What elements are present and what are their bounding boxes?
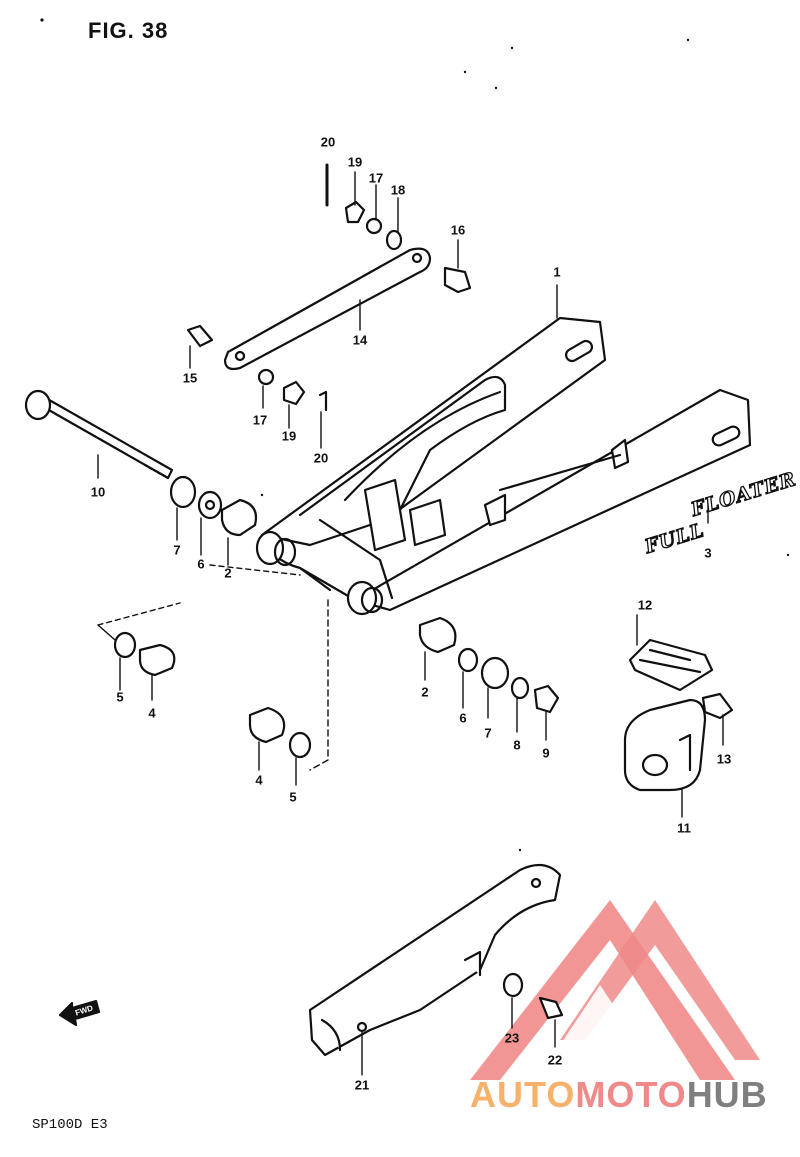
- callout-c19a: 19: [281, 428, 297, 444]
- callout-c15: 15: [182, 370, 198, 386]
- pivot-shaft: [24, 389, 174, 480]
- watermark-part-3: HUB: [686, 1074, 768, 1115]
- chain-case: [308, 863, 562, 1057]
- callout-c7a: 7: [173, 542, 181, 558]
- watermark-part-1: AUTO: [470, 1074, 576, 1115]
- chain-adjuster: [623, 638, 714, 792]
- callout-c19b: 19: [347, 154, 363, 170]
- callout-c13: 13: [716, 751, 732, 767]
- decal-line-2: FLOATER: [688, 467, 800, 521]
- callout-c21: 21: [354, 1077, 370, 1093]
- callout-c8: 8: [513, 737, 521, 753]
- callout-c17a: 17: [252, 412, 268, 428]
- callout-c12: 12: [637, 597, 653, 613]
- swing-arm: [255, 316, 752, 616]
- callout-c11: 11: [677, 820, 691, 836]
- callout-c14: 14: [352, 332, 368, 348]
- watermark-text: AUTOMOTOHUB: [470, 1074, 768, 1116]
- leader-lines: [97, 164, 724, 1076]
- print-specks: [40, 18, 790, 852]
- callout-c5a: 5: [116, 689, 124, 705]
- callout-c4b: 4: [255, 772, 263, 788]
- callout-c6a: 6: [197, 556, 205, 572]
- torque-link: [223, 247, 432, 371]
- callout-c2b: 2: [421, 684, 429, 700]
- callout-c17b: 17: [368, 170, 384, 186]
- callout-c5b: 5: [289, 789, 297, 805]
- callout-c23: 23: [504, 1030, 520, 1046]
- callout-c7b: 7: [484, 725, 492, 741]
- callout-c20a: 20: [313, 450, 329, 466]
- callout-c20b: 20: [320, 134, 336, 150]
- callout-c1: 1: [553, 264, 561, 280]
- callout-c22: 22: [547, 1052, 563, 1068]
- watermark-logo: [470, 900, 760, 1080]
- callout-c6b: 6: [459, 710, 467, 726]
- callout-c2a: 2: [224, 565, 232, 581]
- hardware-parts: [113, 163, 734, 1020]
- callout-c4a: 4: [148, 705, 156, 721]
- watermark-part-2: MOTO: [575, 1074, 687, 1115]
- callout-c3: 3: [704, 545, 712, 561]
- callout-c18: 18: [390, 182, 406, 198]
- model-code: SP100D E3: [32, 1117, 108, 1133]
- figure-title: FIG. 38: [88, 18, 169, 43]
- callout-c16: 16: [450, 222, 466, 238]
- callout-c10: 10: [90, 484, 106, 500]
- forward-arrow-icon: [58, 999, 101, 1027]
- callout-c9: 9: [542, 745, 550, 761]
